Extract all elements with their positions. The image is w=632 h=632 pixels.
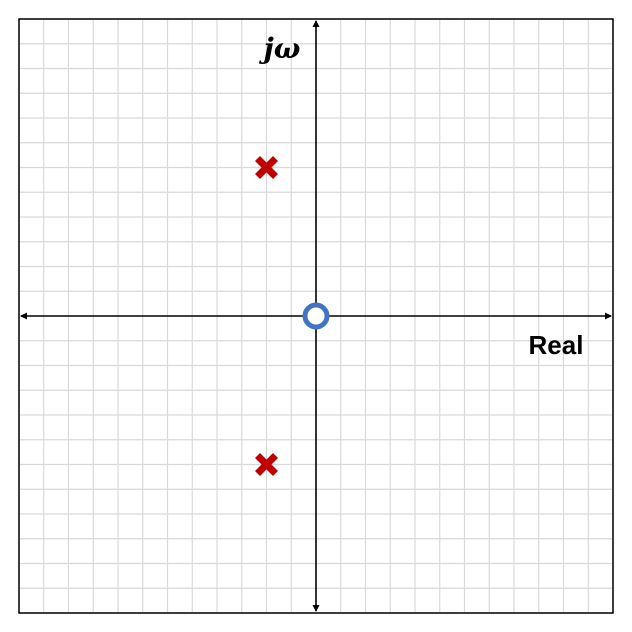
zero-marker (302, 302, 330, 330)
pole-stroke (255, 453, 278, 476)
real-axis-arrow-right (605, 312, 612, 320)
pole-marker (255, 453, 278, 476)
pole-stroke (255, 156, 278, 179)
marks (255, 156, 330, 476)
plot-border (18, 18, 614, 614)
imaginary-axis-arrow-down (312, 605, 320, 612)
y-axis-label: jω (259, 32, 301, 65)
pole-marker (255, 156, 278, 179)
imaginary-axis-arrow-up (312, 20, 320, 27)
x-axis-label: Real (529, 330, 584, 360)
real-axis-arrow-left (20, 312, 27, 320)
